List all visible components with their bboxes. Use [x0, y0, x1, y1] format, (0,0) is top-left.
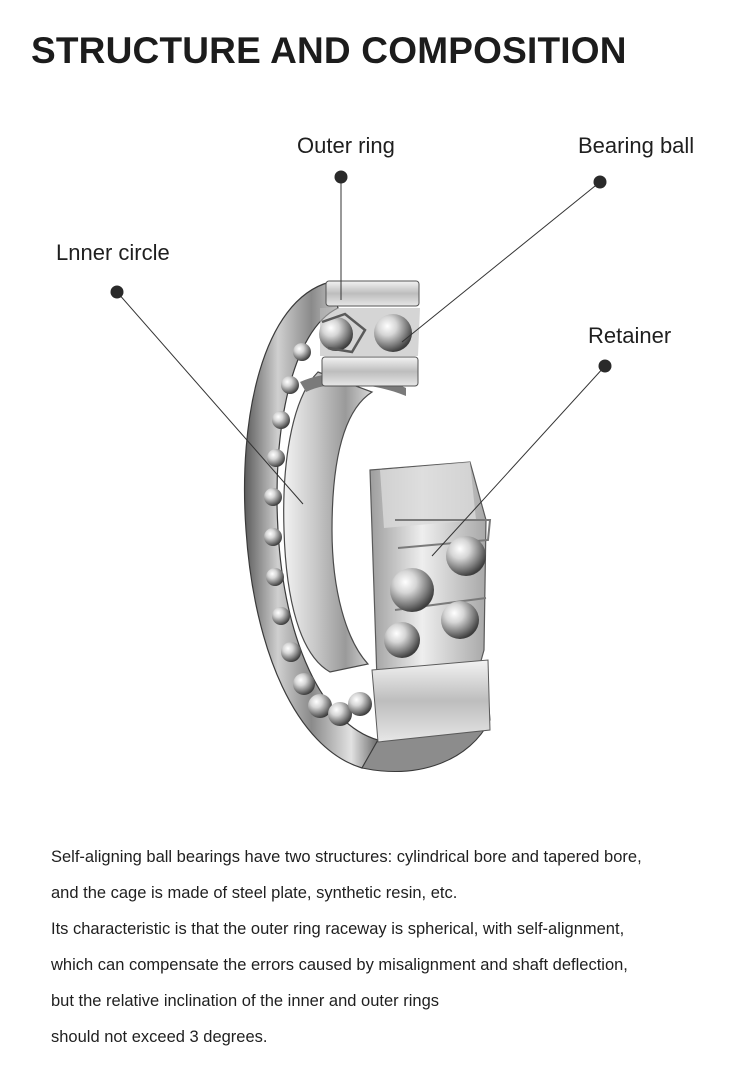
description-line: which can compensate the errors caused b…	[51, 956, 628, 974]
description-line: but the relative inclination of the inne…	[51, 992, 439, 1010]
rim-balls	[264, 343, 372, 726]
top-cross-section	[319, 280, 420, 387]
label-retainer: Retainer	[588, 323, 672, 348]
cutaway-section	[369, 461, 492, 743]
page-title: STRUCTURE AND COMPOSITION	[31, 30, 627, 71]
description-line: and the cage is made of steel plate, syn…	[51, 884, 458, 902]
label-inner-circle: Lnner circle	[56, 240, 170, 265]
description-line: Its characteristic is that the outer rin…	[51, 920, 625, 938]
label-bearing-ball: Bearing ball	[578, 133, 695, 158]
label-outer-ring: Outer ring	[297, 133, 395, 158]
bearing-illustration	[110, 170, 612, 772]
description-line: should not exceed 3 degrees.	[51, 1028, 268, 1046]
leader-lines	[110, 170, 612, 557]
description-line: Self-aligning ball bearings have two str…	[51, 848, 642, 866]
description-text: Self-aligning ball bearings have two str…	[51, 839, 721, 1055]
